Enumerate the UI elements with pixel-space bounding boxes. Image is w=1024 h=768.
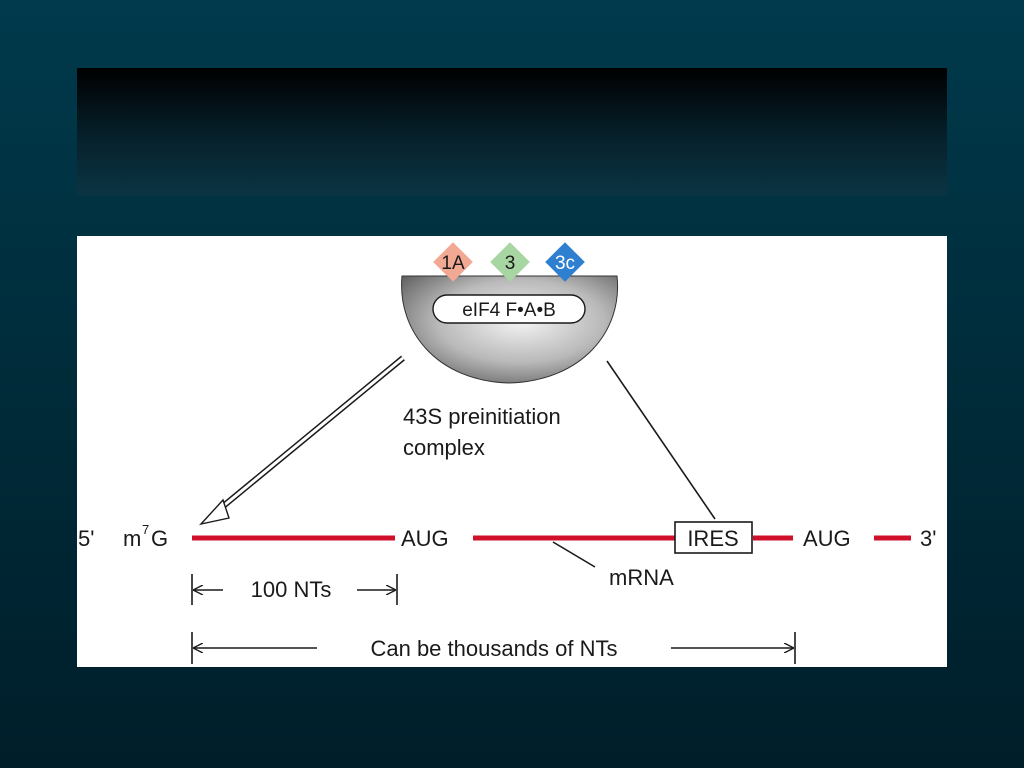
svg-text:G: G (151, 526, 168, 551)
mrna-label: mRNA (609, 565, 674, 590)
ribosome-43s-shape (401, 275, 619, 384)
ires-label: IRES (687, 526, 738, 551)
eif4-label: eIF4 F•A•B (462, 300, 556, 321)
slide-title-bar (77, 68, 947, 196)
factor-3-label: 3 (505, 253, 516, 274)
five-prime-label: 5' (78, 526, 94, 551)
translation-initiation-diagram: 1A 3 3c eIF4 F•A•B 43S preinitiation com… (78, 242, 936, 664)
factor-3c: 3c (545, 242, 585, 282)
aug-start-codon-1: AUG (401, 526, 449, 551)
scanning-arrow (199, 355, 405, 526)
factor-3c-label: 3c (555, 253, 575, 274)
ires-pointer-line (606, 360, 716, 520)
svg-text:7: 7 (142, 522, 149, 537)
aug-start-codon-2: AUG (803, 526, 851, 551)
mrna-pointer-line (552, 541, 596, 568)
span-100-nts-label: 100 NTs (251, 577, 332, 602)
cap-label: m 7 G (123, 522, 168, 551)
factor-1a-label: 1A (441, 253, 465, 274)
complex-caption-line1: 43S preinitiation (403, 404, 561, 429)
span-100-nts (191, 574, 398, 605)
eif4-pill (432, 294, 586, 324)
ires-box (674, 521, 753, 554)
span-thousands-nts (191, 632, 796, 664)
span-thousands-nts-label: Can be thousands of NTs (370, 636, 617, 661)
factor-1a: 1A (433, 242, 473, 282)
three-prime-label: 3' (920, 526, 936, 551)
diagram-panel: 1A 3 3c eIF4 F•A•B 43S preinitiation com… (77, 236, 947, 667)
complex-caption-line2: complex (403, 435, 485, 460)
svg-text:m: m (123, 526, 141, 551)
